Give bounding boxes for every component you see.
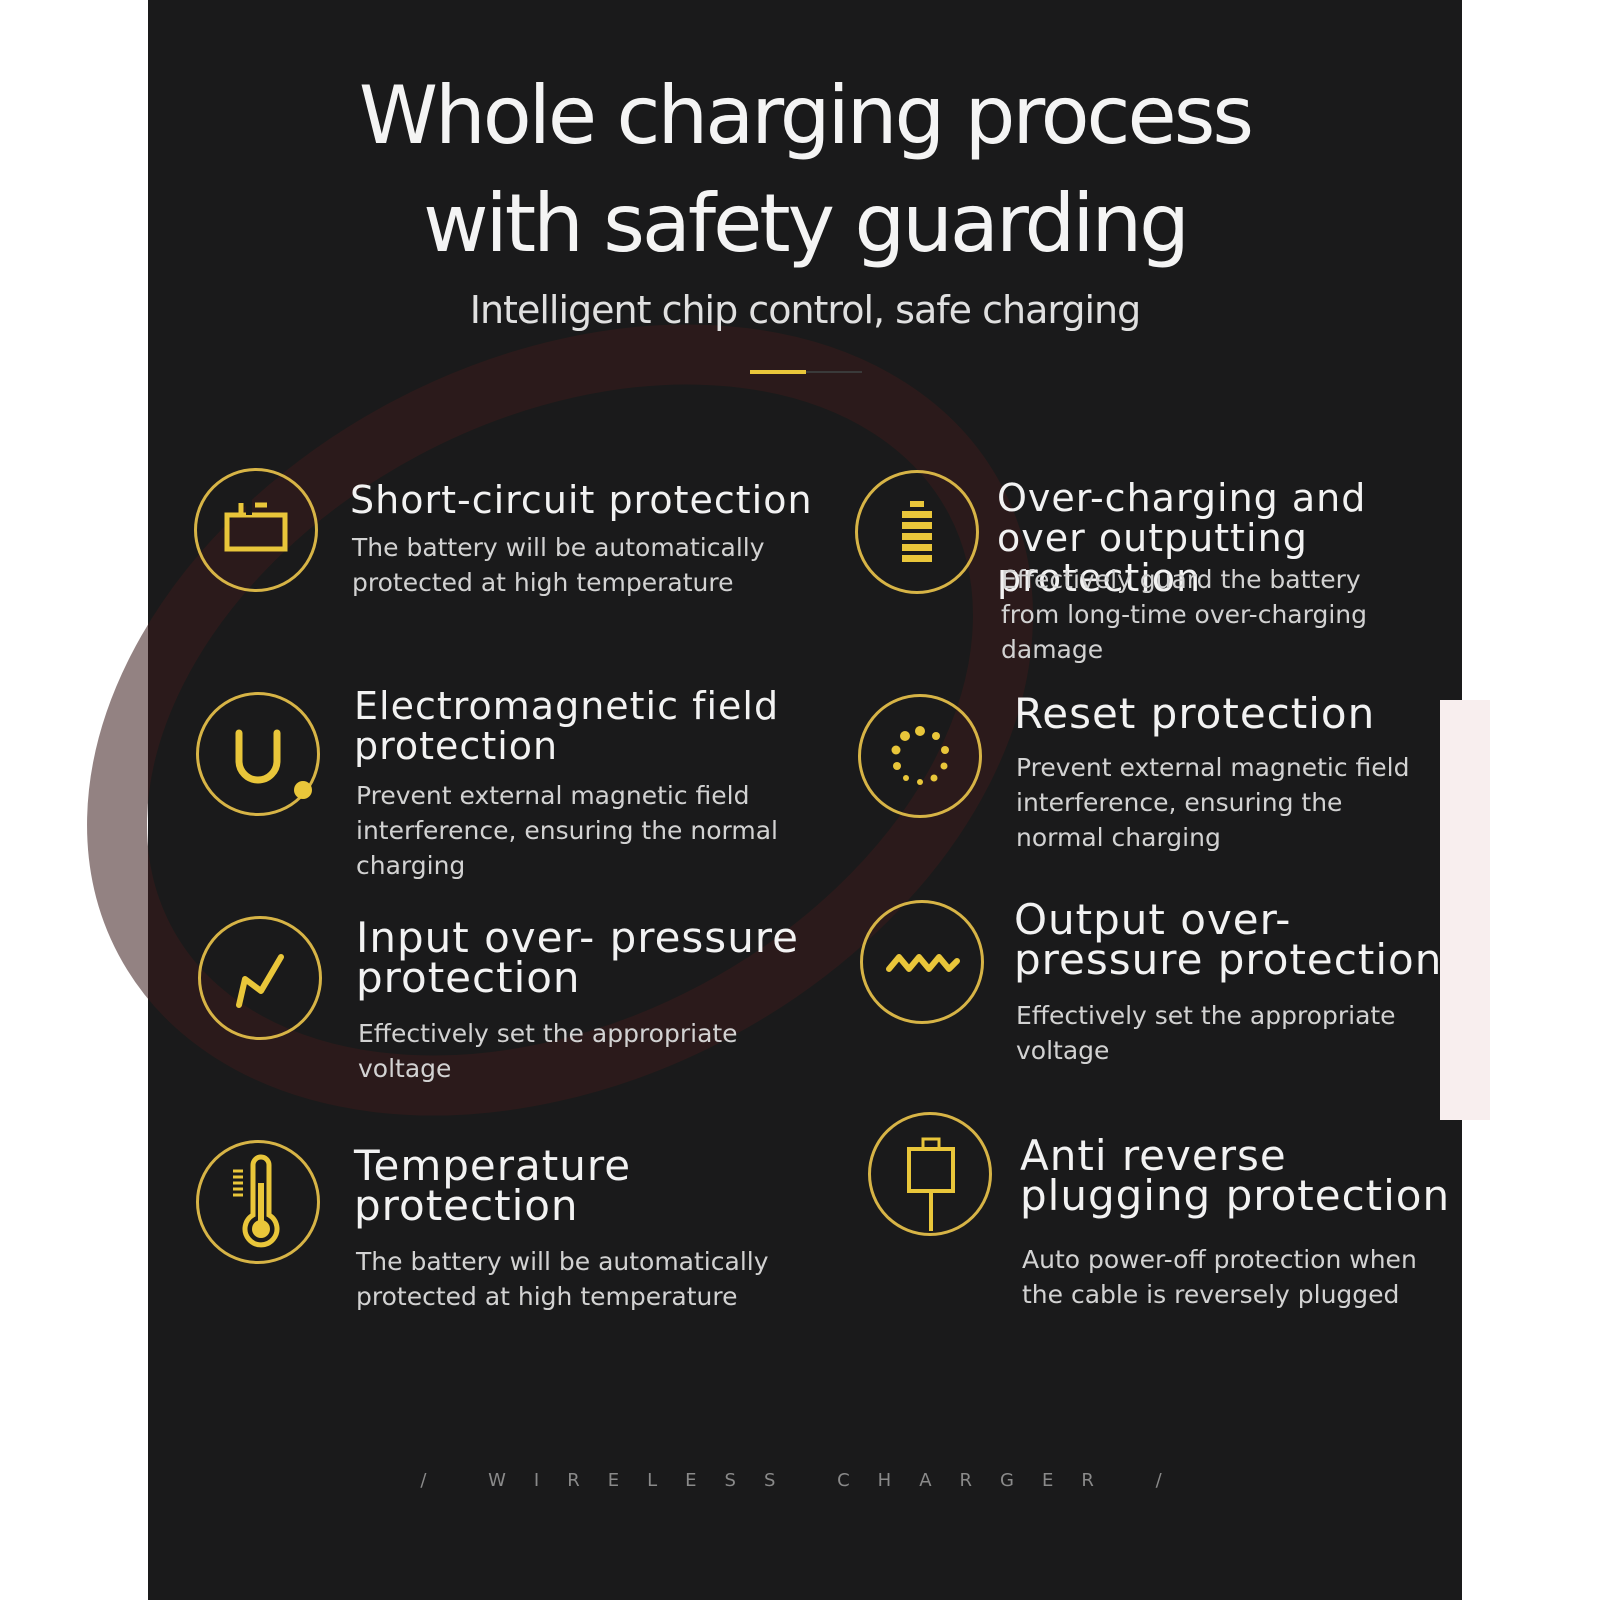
feature-heading: Temperature protection <box>354 1141 632 1230</box>
page-title: Whole charging process with safety guard… <box>148 62 1462 278</box>
feature-heading: Output over- pressure protection <box>1014 895 1443 984</box>
feature-heading: Anti reverse plugging protection <box>1020 1131 1451 1220</box>
feature-description: Prevent external magnetic field interfer… <box>356 781 778 880</box>
footer-tagline: / WIRELESS CHARGER / <box>420 1470 1190 1491</box>
battery-icon <box>902 501 932 562</box>
icon-ring <box>196 1140 320 1264</box>
feature-description: Effectively guard the battery from long-… <box>1001 565 1367 664</box>
divider <box>750 370 862 374</box>
title-line-1: Whole charging process <box>358 69 1254 162</box>
title-line-2: with safety guarding <box>423 177 1190 270</box>
feature-description: Effectively set the appropriate voltage <box>1016 1001 1396 1065</box>
plug-icon <box>907 1137 955 1231</box>
magnet-icon <box>235 729 312 799</box>
icon-ring <box>194 468 318 592</box>
icon-ring <box>868 1112 992 1236</box>
icon-ring <box>855 470 979 594</box>
feature-description: Effectively set the appropriate voltage <box>358 1019 738 1083</box>
feature-description: The battery will be automatically protec… <box>352 533 765 597</box>
divider-accent <box>750 370 806 374</box>
icon-ring <box>858 694 982 818</box>
input-surge-icon <box>236 954 284 1008</box>
feature-description: The battery will be automatically protec… <box>356 1247 769 1311</box>
feature-heading: Input over- pressure protection <box>356 913 799 1002</box>
short-circuit-icon <box>224 499 288 552</box>
reset-dots-icon <box>891 726 949 785</box>
subtitle: Intelligent chip control, safe charging <box>469 288 1141 332</box>
feature-heading: Over-charging and over outputting protec… <box>997 476 1367 600</box>
feature-description: Prevent external magnetic field interfer… <box>1016 753 1410 852</box>
feature-heading: Reset protection <box>1014 689 1376 738</box>
feature-heading: Electromagnetic field protection <box>354 684 780 768</box>
icon-ring <box>196 692 320 816</box>
thermometer-icon <box>233 1154 280 1248</box>
output-wave-icon <box>886 954 960 972</box>
icon-ring <box>198 916 322 1040</box>
divider-track <box>806 371 862 373</box>
feature-heading: Short-circuit protection <box>350 478 813 522</box>
feature-description: Auto power-off protection when the cable… <box>1022 1245 1417 1309</box>
icon-ring <box>860 900 984 1024</box>
